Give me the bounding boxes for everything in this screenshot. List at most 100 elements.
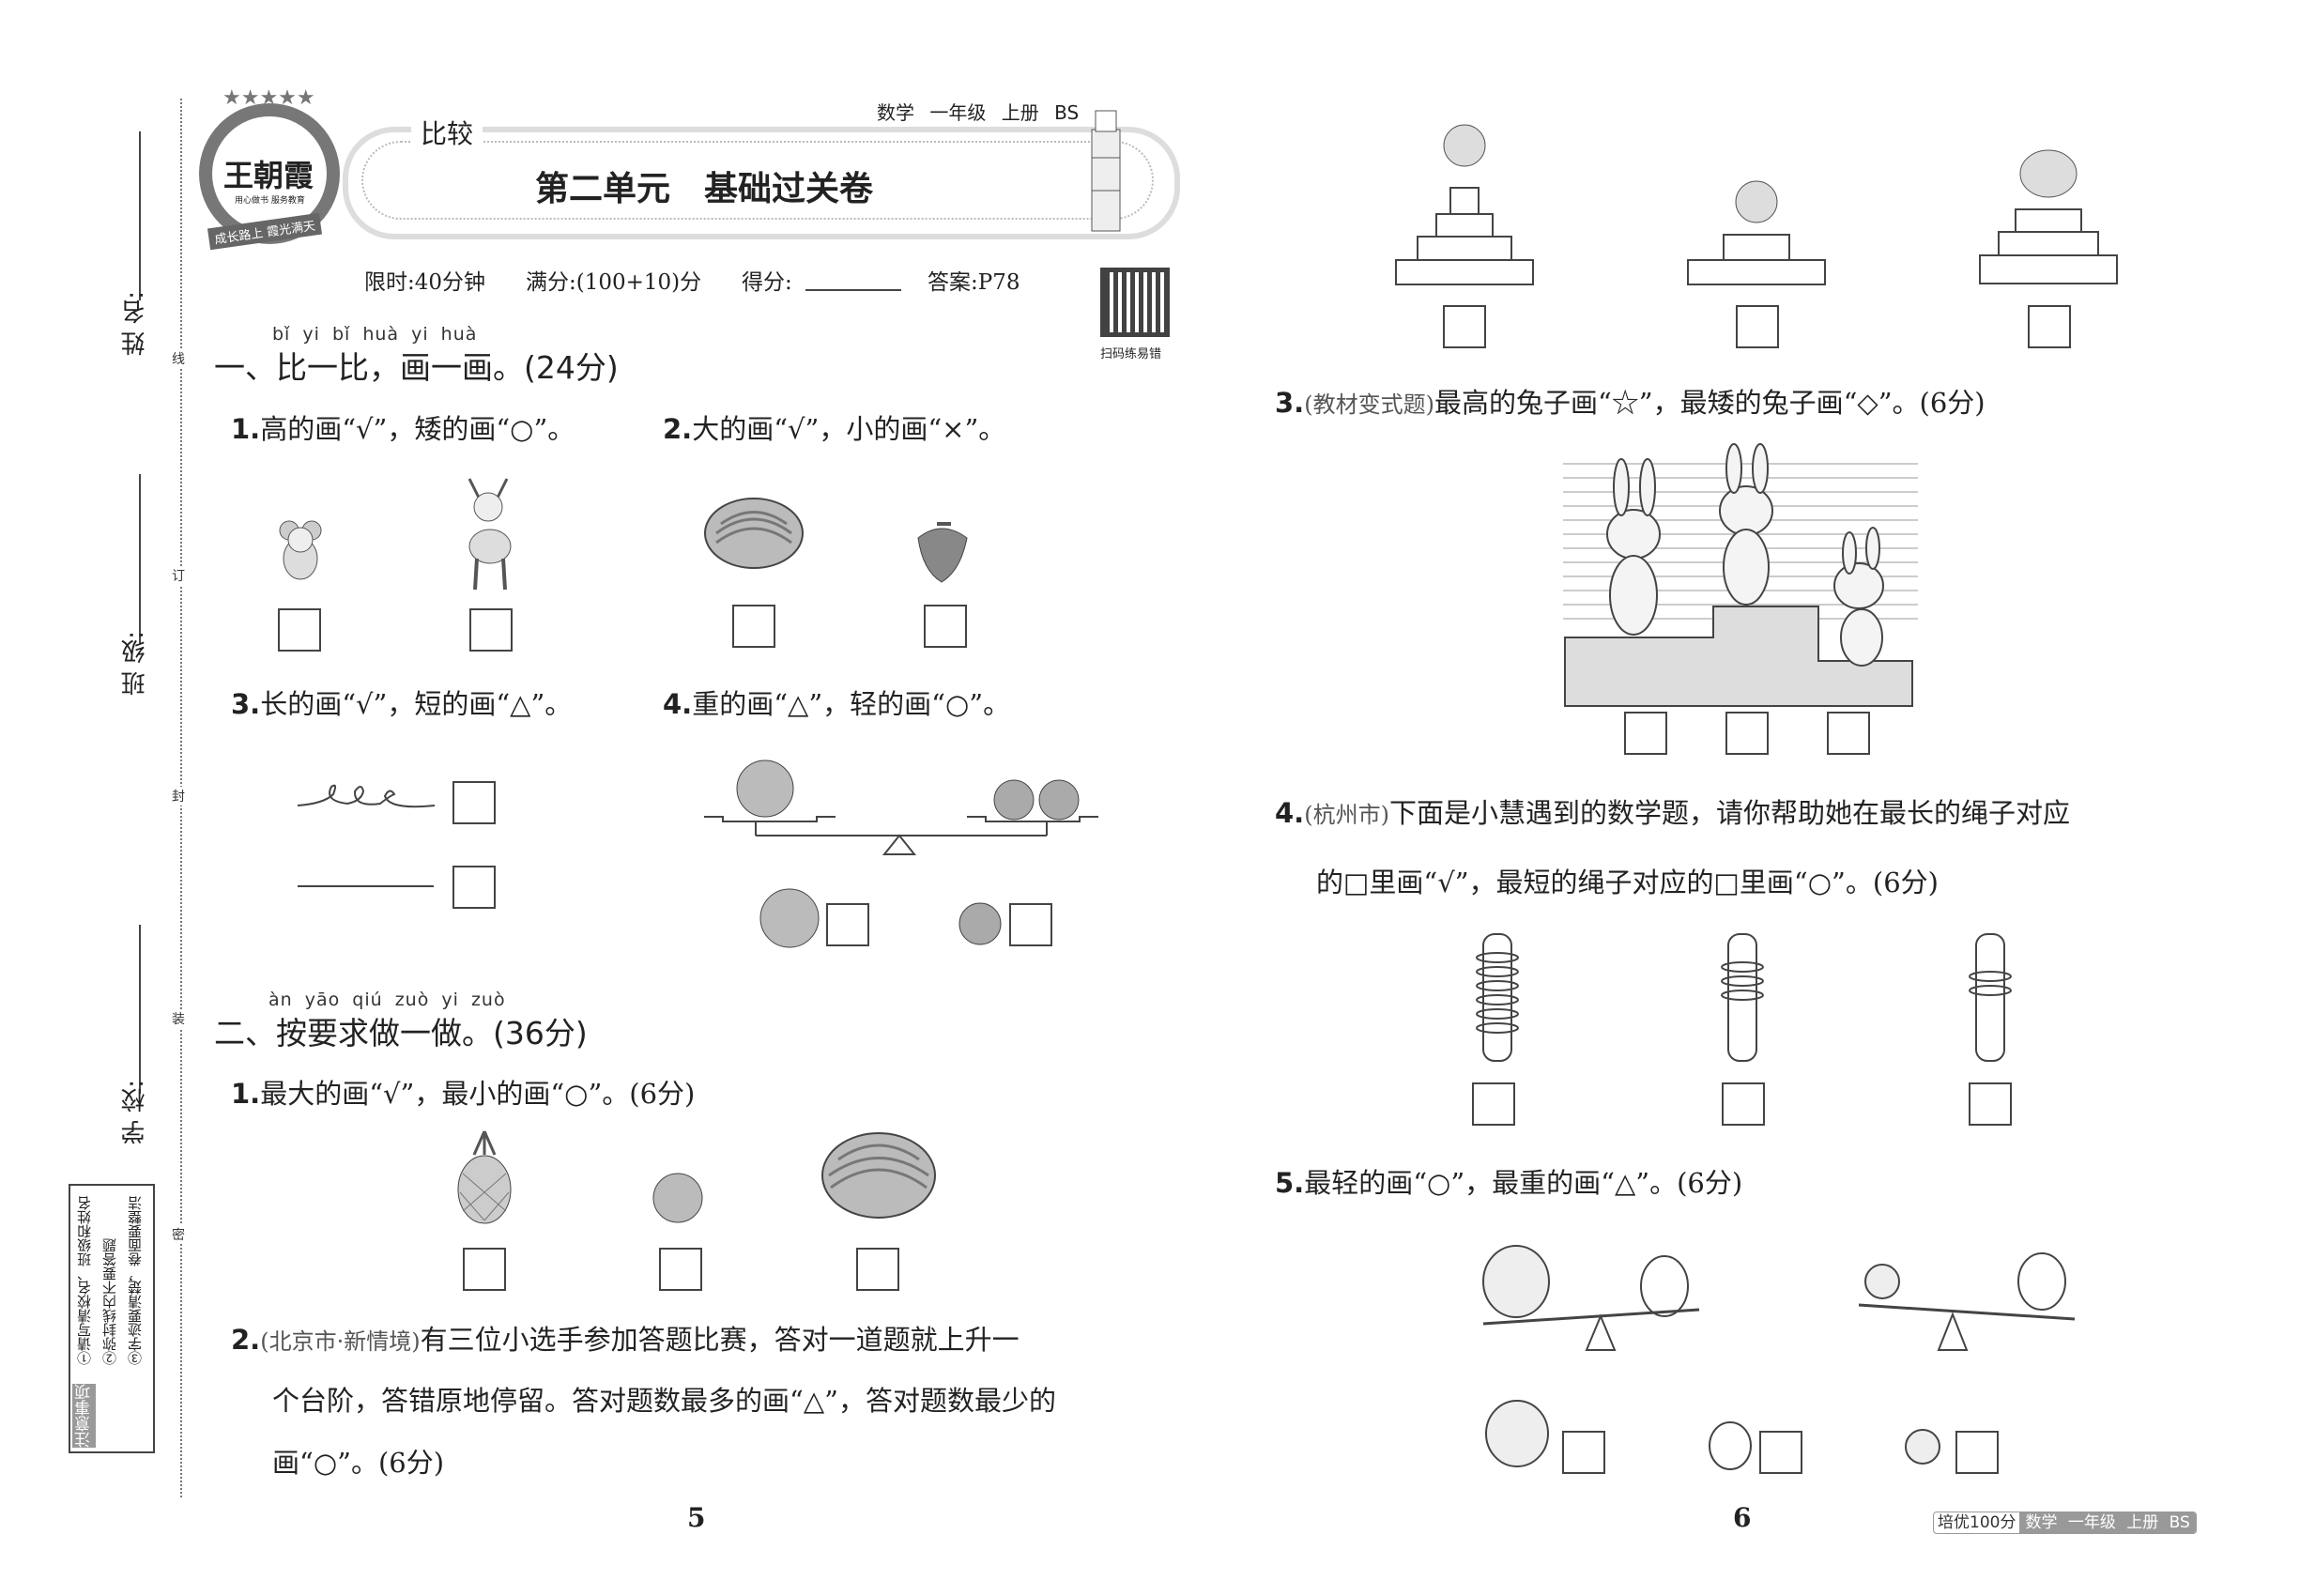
answer-box[interactable] (1443, 305, 1486, 348)
s2-q4-line1: 4.(杭州市)下面是小慧遇到的数学题，请你帮助她在最长的绳子对应 (1275, 791, 2070, 831)
rope-pole-image (1476, 933, 1519, 1062)
logo-tagline: 用心做书 服务教育 (235, 196, 305, 206)
q-text: 重的画“△”，轻的画“○”。 (692, 688, 1011, 720)
s1-q3: 3.长的画“√”，短的画“△”。 (231, 683, 572, 722)
answer-box[interactable] (1472, 1082, 1515, 1126)
section2-pinyin: àn yāo qiú zuò yi zuò (268, 990, 506, 1010)
melon-image (759, 888, 820, 948)
cut-mark: 订 (172, 566, 185, 585)
q-text: 有三位小选手参加答题比赛，答对一道题就上升一 (420, 1324, 1020, 1356)
podium-mouse (1395, 124, 1534, 285)
section1-pinyin: bǐ yi bǐ huà yi huà (272, 324, 478, 345)
q-source: (教材变式题) (1304, 391, 1434, 418)
logo-inner (212, 116, 327, 231)
q-text: 最轻的画“○”，最重的画“△”。(6分) (1304, 1167, 1743, 1199)
q-number: 3. (231, 688, 261, 720)
s2-q2-line1: 2.(北京市·新情境)有三位小选手参加答题比赛，答对一道题就上升一 (231, 1318, 1020, 1358)
answer-box[interactable] (924, 605, 967, 648)
notes-item: ③字迹要清楚，卷面要整洁 (127, 1196, 144, 1365)
name-label: 姓 名: (121, 291, 149, 357)
seesaw-cat-goose (1482, 1245, 1700, 1351)
q-number: 4. (1275, 797, 1305, 829)
q-text: 高的画“√”，矮的画“○”。 (260, 413, 575, 445)
section1-title: 一、比一比，画一画。(24分) (214, 349, 619, 386)
q-source: (北京市·新情境) (260, 1328, 421, 1355)
lighthouse-icon (1091, 110, 1121, 232)
q-number: 5. (1275, 1167, 1305, 1199)
answer-box[interactable] (452, 781, 496, 824)
cat-image (1485, 1400, 1549, 1467)
q-number: 3. (1275, 387, 1305, 419)
q-number: 2. (231, 1324, 261, 1356)
answer-box[interactable] (1736, 305, 1779, 348)
s2-q3: 3.(教材变式题)最高的兔子画“☆”，最矮的兔子画“◇”。(6分) (1275, 381, 1986, 421)
answer-box[interactable] (1969, 1082, 2012, 1126)
q-text: 最高的兔子画“☆”，最矮的兔子画“◇”。(6分) (1434, 387, 1986, 419)
logo-brand: 王朝霞 (223, 158, 314, 193)
answer-box[interactable] (463, 1248, 506, 1291)
watermelon-image (704, 498, 804, 569)
page-number-right: 6 (1733, 1502, 1752, 1533)
q-number: 1. (231, 1078, 261, 1110)
header-banner (343, 127, 1180, 239)
score-blank[interactable] (805, 289, 901, 291)
s2-q5: 5.最轻的画“○”，最重的画“△”。(6分) (1275, 1161, 1742, 1201)
tomato-image (958, 902, 1002, 945)
cut-mark: 封 (172, 787, 185, 806)
q-text: 大的画“√”，小的画“×”。 (692, 413, 1006, 445)
balance-scale (704, 760, 1098, 855)
tomato-image (652, 1173, 703, 1223)
q-text: 最大的画“√”，最小的画“○”。(6分) (260, 1078, 696, 1110)
score-label: 得分: (742, 270, 792, 295)
time-limit: 限时:40分钟 (364, 270, 486, 295)
notes-item: ①请写清校名、班级和姓名 (76, 1196, 93, 1365)
cut-mark: 线 (172, 349, 185, 368)
section2-title: 二、按要求做一做。(36分) (214, 1015, 588, 1051)
s1-q4: 4.重的画“△”，轻的画“○”。 (663, 683, 1010, 722)
cut-mark: 密 (172, 1225, 185, 1244)
topic-label: 比较 (411, 114, 483, 151)
notes-title: 注意事项 (72, 1384, 96, 1448)
answer-box[interactable] (826, 903, 869, 946)
deer-image (468, 478, 512, 591)
q-source: (杭州市) (1304, 802, 1389, 828)
q-number: 1. (231, 413, 261, 445)
seesaw-chick-goose (1858, 1252, 2076, 1351)
answer-box[interactable] (1722, 1082, 1765, 1126)
answer-box[interactable] (1009, 903, 1052, 946)
chick-image (1905, 1429, 1940, 1465)
answer-box[interactable] (659, 1248, 702, 1291)
answer-box[interactable] (469, 608, 513, 652)
pineapple-image (457, 1130, 512, 1224)
answer-box[interactable] (1759, 1431, 1802, 1474)
answer-box[interactable] (452, 866, 496, 909)
mouse-image (279, 520, 322, 580)
subject-info: 数学 一年级 上册 BS (877, 101, 1080, 124)
answer-box[interactable] (1562, 1431, 1605, 1474)
school-label: 学 校: (121, 1080, 149, 1145)
rabbits-on-steps-image (1563, 443, 1918, 707)
answer-box[interactable] (856, 1248, 899, 1291)
answer-box[interactable] (278, 608, 321, 652)
s2-q4-line2: 的□里画“√”，最短的绳子对应的□里画“○”。(6分) (1316, 867, 1939, 898)
strawberry-image (917, 522, 968, 583)
answer-box[interactable] (1624, 712, 1667, 755)
podium-cat (1687, 180, 1826, 285)
answer-box[interactable] (1955, 1431, 1999, 1474)
s2-q2-line2: 个台阶，答错原地停留。答对题数最多的画“△”，答对题数最少的 (272, 1385, 1056, 1417)
qr-code[interactable] (1100, 268, 1170, 337)
rope-pole-image (1969, 933, 2012, 1062)
s1-q2: 2.大的画“√”，小的画“×”。 (663, 407, 1005, 447)
answer-page: 答案:P78 (928, 270, 1020, 295)
q-text: 下面是小慧遇到的数学题，请你帮助她在最长的绳子对应 (1388, 797, 2070, 829)
podium-pig (1979, 149, 2118, 284)
footer-badge: 培优100分 数学 一年级 上册 BS (1933, 1512, 2197, 1534)
answer-box[interactable] (1827, 712, 1870, 755)
answer-box[interactable] (2028, 305, 2071, 348)
notes-box: 注意事项 ①请写清校名、班级和姓名 ②弥封线内不要答题 ③字迹要清楚，卷面要整洁 (69, 1184, 155, 1453)
straight-line (298, 885, 434, 887)
answer-box[interactable] (1725, 712, 1769, 755)
answer-box[interactable] (732, 605, 775, 648)
full-score: 满分:(100+10)分 (526, 270, 702, 295)
